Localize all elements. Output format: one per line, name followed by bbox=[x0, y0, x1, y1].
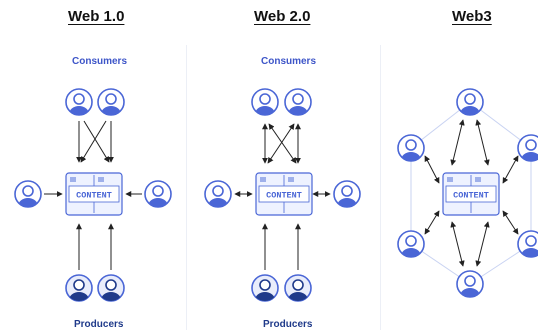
title-web3: Web3 bbox=[452, 8, 492, 25]
title-web1: Web 1.0 bbox=[68, 8, 125, 25]
node-avatar-web3-bottom bbox=[456, 270, 484, 298]
arrow-web3-top-a bbox=[450, 119, 465, 166]
producer-avatar-web1-right bbox=[97, 274, 125, 302]
title-web2: Web 2.0 bbox=[254, 8, 311, 25]
arrow-web2-c3 bbox=[268, 123, 297, 164]
side-avatar-web2-left bbox=[204, 180, 232, 208]
consumers-label-web2: Consumers bbox=[261, 56, 317, 67]
content-box-web3: CONTENT bbox=[442, 172, 500, 216]
node-avatar-web3-upper-left bbox=[397, 134, 425, 162]
producers-label-web1: Producers bbox=[74, 319, 124, 330]
arrow-web2-c4 bbox=[267, 123, 295, 164]
arrow-web3-ur bbox=[502, 155, 519, 184]
node-avatar-web3-top bbox=[456, 88, 484, 116]
side-avatar-web2-right bbox=[333, 180, 361, 208]
column-divider-right bbox=[380, 45, 381, 330]
producer-avatar-web2-left bbox=[251, 274, 279, 302]
node-avatar-web3-lower-right bbox=[517, 230, 538, 258]
content-box-web1: CONTENT bbox=[65, 172, 123, 216]
arrow-web3-lr bbox=[502, 210, 519, 235]
producer-avatar-web1-left bbox=[65, 274, 93, 302]
side-avatar-web1-right bbox=[144, 180, 172, 208]
consumer-avatar-web1-left bbox=[65, 88, 93, 116]
column-divider-left bbox=[186, 45, 187, 330]
content-box-web2: CONTENT bbox=[255, 172, 313, 216]
arrow-web1-c4 bbox=[80, 120, 107, 163]
content-label: CONTENT bbox=[266, 191, 302, 201]
side-avatar-web1-left bbox=[14, 180, 42, 208]
node-avatar-web3-lower-left bbox=[397, 230, 425, 258]
producer-avatar-web2-right bbox=[284, 274, 312, 302]
content-label: CONTENT bbox=[453, 191, 489, 201]
arrow-web3-bot-b bbox=[475, 221, 490, 267]
arrow-web3-ll bbox=[424, 210, 440, 235]
consumers-label-web1: Consumers bbox=[72, 56, 128, 67]
arrow-web3-bot-a bbox=[450, 221, 465, 267]
arrow-web3-ul bbox=[424, 155, 440, 184]
arrow-web1-c3 bbox=[83, 120, 110, 163]
consumer-avatar-web2-right bbox=[284, 88, 312, 116]
content-label: CONTENT bbox=[76, 191, 112, 201]
consumer-avatar-web1-right bbox=[97, 88, 125, 116]
node-avatar-web3-upper-right bbox=[517, 134, 538, 162]
producers-label-web2: Producers bbox=[263, 319, 313, 330]
arrow-web3-top-b bbox=[475, 119, 490, 166]
consumer-avatar-web2-left bbox=[251, 88, 279, 116]
